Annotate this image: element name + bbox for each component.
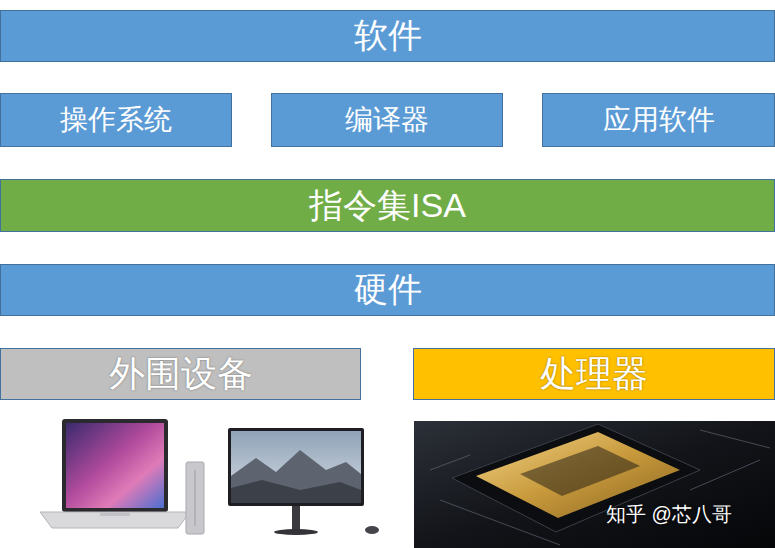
layer-box: 应用软件 [542, 93, 775, 147]
chip-die [520, 446, 640, 496]
watermark: 知乎 @芯八哥 [606, 502, 732, 526]
monitor-stand [292, 506, 300, 531]
desktop-figure [186, 428, 379, 535]
monitor-valley [231, 480, 361, 503]
laptop-base [40, 512, 190, 528]
layer-box: 硬件 [0, 264, 775, 316]
layer-box: 处理器 [413, 348, 775, 400]
laptop-wallpaper [66, 423, 164, 508]
tower-case [186, 462, 204, 534]
monitor-mountains [231, 450, 361, 503]
laptop-hinge [100, 513, 130, 516]
layer-label: 外围设备 [109, 353, 253, 394]
layer-box: 软件 [0, 10, 775, 62]
monitor-frame [228, 428, 364, 506]
layer-box: 操作系统 [0, 93, 232, 147]
layer-label: 编译器 [345, 104, 429, 136]
layer-box: 指令集ISA [0, 179, 775, 232]
tower-seam [195, 470, 196, 526]
chip-photo [414, 421, 775, 548]
layer-label: 处理器 [540, 353, 648, 394]
layer-label: 操作系统 [60, 104, 172, 136]
layer-label: 硬件 [354, 270, 422, 309]
mouse [365, 526, 379, 534]
layer-box: 外围设备 [0, 348, 361, 400]
layer-label: 指令集ISA [309, 186, 466, 225]
layer-box: 编译器 [271, 93, 503, 147]
monitor-screen [231, 431, 361, 503]
laptop-figure [40, 419, 190, 528]
monitor-foot [274, 529, 318, 535]
layer-label: 软件 [354, 16, 422, 55]
board-traces [430, 430, 770, 545]
layer-label: 应用软件 [603, 104, 715, 136]
photo-ground [414, 421, 775, 548]
laptop-screen [62, 419, 168, 512]
